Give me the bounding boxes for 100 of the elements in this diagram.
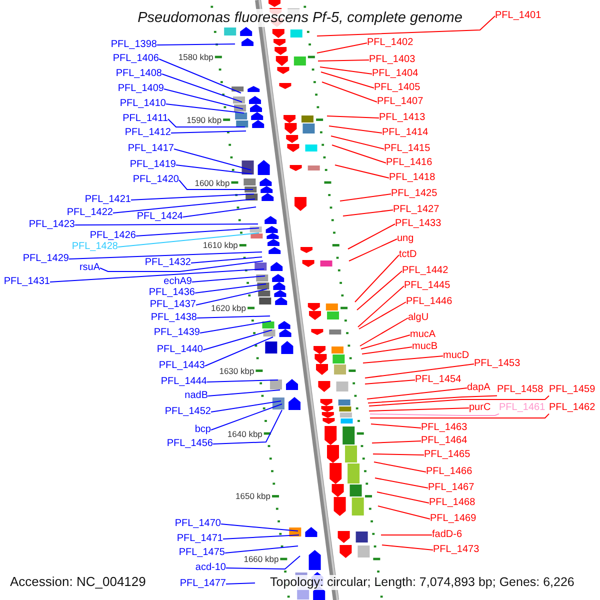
leader-line [370, 424, 422, 428]
gene-label: PFL_1422 [66, 207, 113, 219]
leader-line [330, 136, 384, 150]
leader-line [194, 284, 266, 294]
gene-label: PFL_1413 [379, 112, 426, 124]
leader-line [178, 180, 254, 190]
gene-label: PFL_1445 [404, 280, 450, 292]
leader-line [168, 118, 246, 128]
gene-label: PFL_1426 [90, 230, 136, 242]
leader-line [220, 524, 298, 532]
gene-label: tctD [399, 249, 417, 261]
leader-line [200, 320, 272, 334]
gene-label: PFL_1452 [164, 406, 211, 418]
leader-line [318, 60, 370, 62]
leader-line [362, 346, 412, 354]
gene-label: PFL_1471 [176, 533, 223, 545]
leader-line [376, 492, 430, 504]
leader-line [320, 66, 372, 74]
gene-label: ung [397, 233, 414, 245]
leader-line [68, 252, 262, 260]
gene-label: PFL_1466 [426, 466, 472, 478]
scale-label: 1610 kbp [202, 240, 238, 250]
gene-label: PFL_1427 [393, 204, 440, 216]
scale-label: 1660 kbp [244, 554, 279, 564]
accession-label: Accession: NC_004129 [10, 574, 146, 590]
gene-label: PFL_1425 [391, 188, 438, 200]
gene-label: PFL_1442 [402, 265, 448, 277]
leader-line [196, 316, 270, 318]
leader-line [212, 410, 282, 444]
leader-line [170, 130, 246, 134]
gene-label: PFL_1424 [136, 211, 183, 223]
gene-label: PFL_1401 [495, 10, 542, 22]
gene-label: PFL_1443 [158, 360, 205, 372]
gene-label: PFL_1410 [120, 98, 166, 110]
gene-label: PFL_1461 [499, 402, 546, 414]
gene-label: rsuA [79, 262, 100, 274]
leader-line [202, 330, 272, 350]
gene-label: PFL_1403 [369, 54, 416, 66]
gene-label: PFL_1406 [112, 53, 159, 65]
scale-label: 1650 kbp [236, 491, 270, 502]
leader-line [196, 288, 268, 306]
gene-label: PFL_1420 [132, 174, 179, 186]
leader-line [362, 356, 444, 364]
leader-line [382, 544, 434, 550]
gene-label: PFL_1473 [433, 544, 480, 556]
leader-line [368, 395, 550, 406]
leader-line [226, 582, 256, 584]
gene-label: PFL_1405 [374, 82, 420, 94]
leader-line [204, 336, 274, 366]
gene-label: PFL_1470 [174, 518, 221, 530]
gene-label: mucB [412, 341, 438, 353]
gene-label: PFL_1398 [110, 39, 157, 51]
gene-label: PFL_1462 [549, 402, 596, 414]
gene-label: dapA [467, 382, 490, 394]
leader-line [370, 413, 500, 416]
gene-label: PFL_1423 [28, 219, 75, 231]
gene-label: PFL_1446 [406, 296, 452, 308]
gene-label: PFL_1468 [429, 497, 476, 509]
leader-line [358, 302, 406, 330]
leader-line [340, 194, 392, 202]
gene-label: PFL_1456 [166, 438, 213, 450]
scale-label: 1590 kbp [186, 114, 222, 125]
gene-label: PFL_1417 [128, 143, 174, 155]
gene-label: PFL_1453 [474, 358, 520, 370]
leader-line [366, 388, 468, 400]
gene-label: PFL_1475 [178, 547, 225, 559]
leader-line [354, 254, 400, 302]
scale-label: 1640 kbp [227, 428, 262, 438]
leader-line [380, 534, 432, 536]
leader-line [348, 224, 396, 250]
leader-line [356, 270, 402, 310]
leader-line [368, 395, 498, 404]
leader-line [372, 454, 424, 456]
scale-label: 1620 kbp [211, 303, 246, 313]
leader-line [206, 380, 278, 382]
gene-label: PFL_1414 [382, 127, 428, 139]
leader-line [360, 334, 410, 350]
leader-line [158, 58, 242, 94]
leader-line [364, 380, 416, 384]
gene-label: PFL_1437 [150, 299, 196, 311]
gene-label: PFL_1432 [144, 257, 191, 269]
gene-label: PFL_1463 [421, 422, 468, 434]
gene-label: nadB [184, 390, 208, 402]
leader-line [210, 400, 282, 412]
gene-label: PFL_1458 [497, 384, 544, 396]
gene-label: PFL_1440 [156, 344, 203, 356]
gene-label: PFL_1421 [84, 194, 131, 206]
gene-label: PFL_1429 [22, 253, 69, 265]
leader-line [210, 404, 282, 430]
gene-label: bcp [194, 424, 211, 436]
leader-line [208, 390, 280, 396]
leader-line [322, 82, 378, 102]
gene-label: PFL_1408 [116, 68, 162, 80]
gene-label: PFL_1412 [124, 127, 171, 139]
gene-label: echA9 [164, 276, 192, 288]
leader-line [222, 534, 300, 540]
gene-label: PFL_1428 [72, 241, 118, 253]
gene-label: PFL_1477 [180, 578, 226, 590]
leader-line [166, 104, 244, 114]
gene-label: PFL_1454 [415, 374, 462, 386]
